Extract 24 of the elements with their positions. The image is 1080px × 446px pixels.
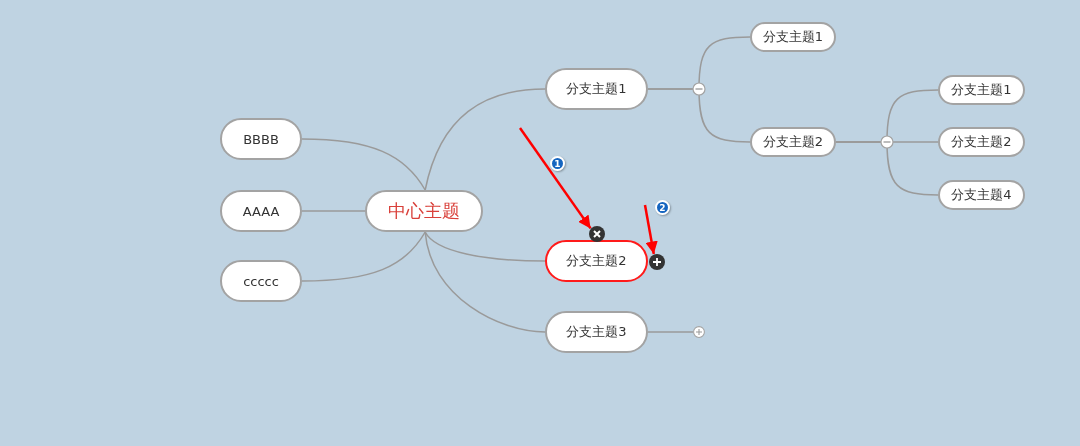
topic-box: 分支主题1 — [938, 75, 1025, 105]
number-badge: 2 — [655, 200, 670, 215]
connector-line — [424, 231, 546, 333]
connector-line — [301, 138, 426, 191]
number-badge: 1 — [550, 156, 565, 171]
connector-line — [647, 331, 694, 333]
topic-box: AAAA — [220, 190, 302, 232]
topic-box: 分支主题3 — [545, 311, 648, 353]
connector-line — [647, 88, 751, 143]
topic-box: 分支主题2 — [545, 240, 648, 282]
topic-box: 分支主题1 — [750, 22, 836, 52]
connector-line — [424, 88, 546, 191]
topic-box: 分支主题2 — [750, 127, 836, 157]
topic-box: ccccc — [220, 260, 302, 302]
arrow — [518, 127, 592, 230]
connector-line — [301, 231, 426, 282]
arrow — [643, 204, 658, 255]
connector-line — [301, 210, 366, 212]
topic-box: 分支主题4 — [938, 180, 1025, 210]
topic-box: BBBB — [220, 118, 302, 160]
topic-box: 分支主题1 — [545, 68, 648, 110]
central-topic-box: 中心主题 — [365, 190, 483, 232]
topic-box: 分支主题2 — [938, 127, 1025, 157]
connector-line — [424, 231, 546, 262]
